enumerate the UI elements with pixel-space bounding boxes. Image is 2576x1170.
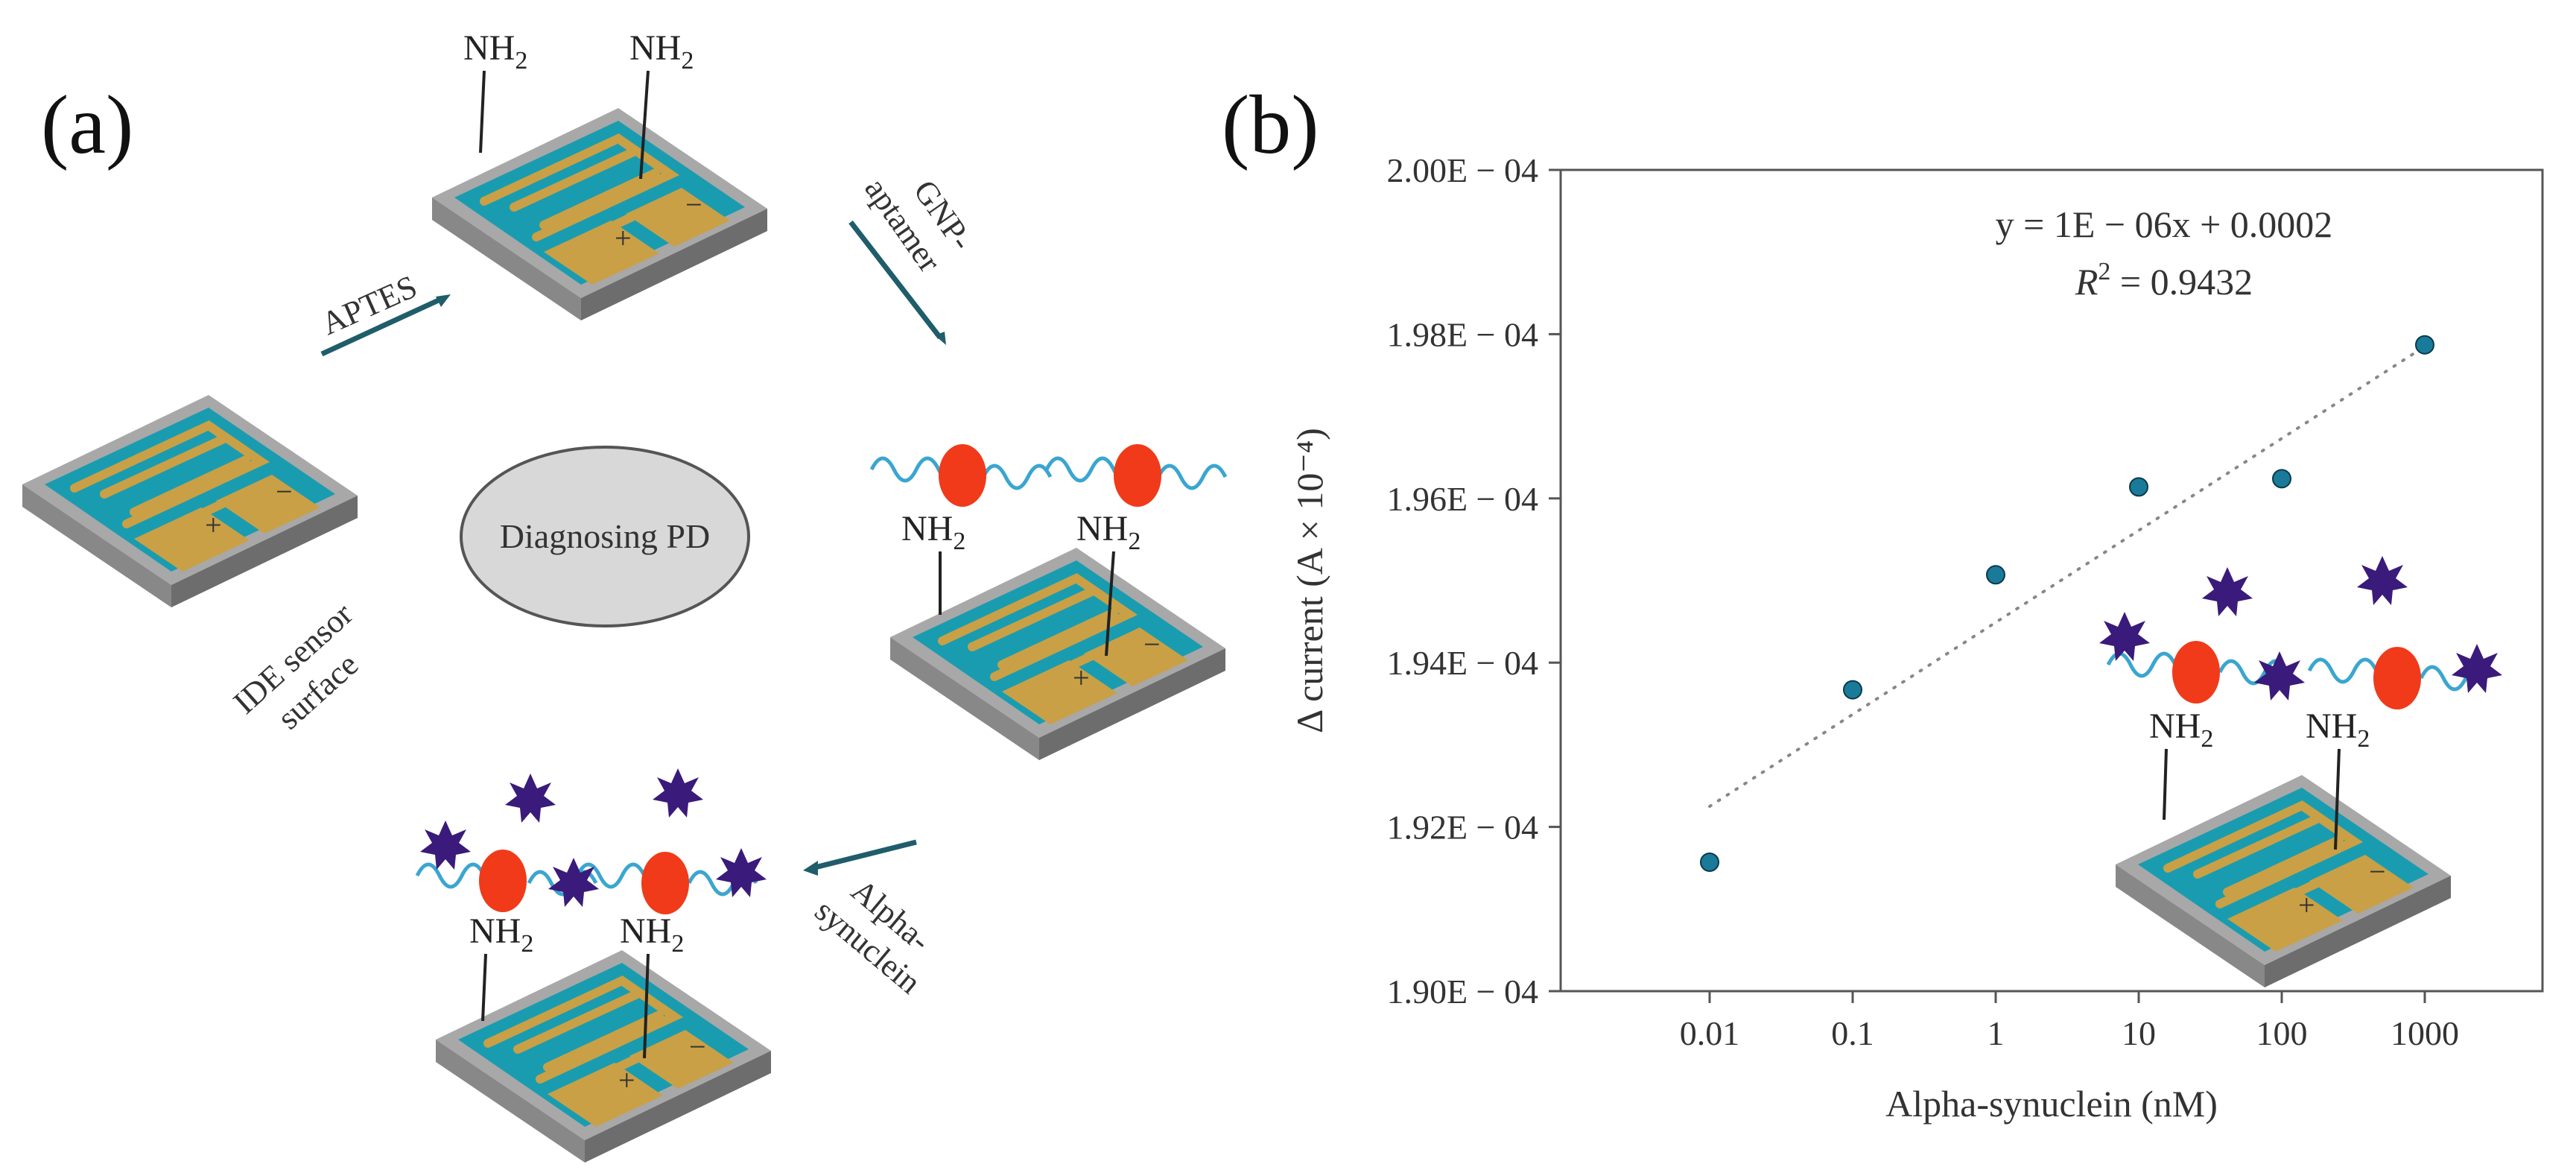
data-point: [1700, 852, 1719, 872]
y-axis-title: Δ current (A × 10⁻⁴): [1289, 428, 1330, 733]
plus-symbol: +: [618, 1063, 635, 1097]
points-layer: [1700, 335, 2434, 872]
y-tick-label: 1.92E − 04: [1386, 809, 1538, 847]
plus-symbol: +: [1073, 661, 1090, 695]
protein-icon: [505, 774, 556, 823]
svg-text:NH2: NH2: [901, 509, 965, 555]
data-point: [2129, 477, 2148, 497]
minus-symbol: −: [689, 1030, 706, 1063]
y-tick-label: 2.00E − 04: [1386, 151, 1538, 189]
arrow-gnp-aptamer: GNP- aptamer: [848, 171, 980, 345]
sensor-caption: IDE sensor surface: [226, 595, 365, 736]
data-point: [1986, 565, 2005, 585]
svg-text:NH2: NH2: [463, 28, 527, 75]
regression-equation: y = 1E − 06x + 0.0002: [1996, 203, 2333, 245]
x-tick-label: 10: [2122, 1014, 2156, 1052]
svg-text:NH2: NH2: [629, 28, 694, 75]
protein-icon: [653, 768, 703, 818]
x-axis-title: Alpha-synuclein (nM): [1885, 1083, 2218, 1125]
panel-a: (a) + − NH2 NH2 + − IDE sensor surface: [22, 28, 1225, 1163]
trendline-layer: [1708, 344, 2426, 809]
svg-text:NH2: NH2: [1076, 509, 1141, 555]
arrow-alpha-synuclein: Alpha- synuclein: [803, 839, 938, 1001]
plot-frame: [1559, 168, 2544, 993]
gnp-aptamer-group-right: NH2 NH2: [872, 444, 1225, 657]
center-label: Diagnosing PD: [500, 517, 710, 555]
svg-text:NH2: NH2: [469, 911, 533, 958]
sensor-aptes: + −: [432, 108, 767, 320]
svg-text:NH2: NH2: [2149, 706, 2213, 753]
amine-label-top-1: NH2: [463, 28, 527, 154]
x-axis: 0.01 0.1 1 10 100 1000: [1680, 991, 2459, 1052]
amine-label-top-2: NH2: [629, 28, 694, 180]
x-tick-label: 0.1: [1831, 1014, 1874, 1052]
protein-icon: [2202, 567, 2253, 616]
protein-icon: [2357, 556, 2408, 605]
x-tick-label: 1: [1987, 1014, 2005, 1052]
arrow-aptes: APTES: [316, 268, 451, 357]
data-point: [1843, 680, 1862, 700]
y-tick-label: 1.90E − 04: [1386, 973, 1538, 1011]
panel-b: (b) 1.90E − 04 1.92E − 04 1.94E − 04 1.96E …: [1222, 79, 2544, 1125]
center-node: Diagnosing PD: [460, 446, 750, 627]
svg-text:NH2: NH2: [620, 911, 684, 958]
minus-symbol: −: [276, 475, 293, 508]
x-tick-label: 0.01: [1680, 1014, 1740, 1052]
data-point: [2415, 335, 2434, 355]
r-squared: R2 = 0.9432: [2075, 258, 2253, 303]
panel-b-label: (b): [1222, 79, 1319, 171]
sensor-alpha-synuclein: + −: [436, 950, 771, 1163]
data-point: [2272, 469, 2291, 489]
protein-icon: [420, 820, 471, 870]
plus-symbol: +: [2298, 888, 2315, 922]
minus-symbol: −: [1143, 627, 1161, 661]
minus-symbol: −: [2369, 855, 2386, 888]
protein-icon: [716, 848, 767, 897]
trendline: [1708, 344, 2426, 809]
inset-sensor: + − NH2 NH2: [2099, 556, 2502, 987]
y-axis: 1.90E − 04 1.92E − 04 1.94E − 04 1.96E − 04…: [1386, 151, 1561, 1011]
y-tick-label: 1.94E − 04: [1386, 644, 1538, 682]
sensor-ide: + −: [22, 395, 358, 607]
x-tick-label: 100: [2256, 1014, 2308, 1052]
y-tick-label: 1.96E − 04: [1386, 480, 1538, 518]
bound-protein-group-bottom: NH2 NH2: [417, 768, 767, 1059]
minus-symbol: −: [685, 188, 702, 221]
x-tick-label: 1000: [2391, 1014, 2459, 1052]
sensor-gnp-aptamer: + −: [890, 548, 1225, 760]
plus-symbol: +: [205, 508, 222, 542]
svg-text:NH2: NH2: [2306, 706, 2370, 753]
y-tick-label: 1.98E − 04: [1386, 315, 1538, 353]
panel-a-label: (a): [41, 79, 133, 171]
plus-symbol: +: [615, 221, 632, 255]
